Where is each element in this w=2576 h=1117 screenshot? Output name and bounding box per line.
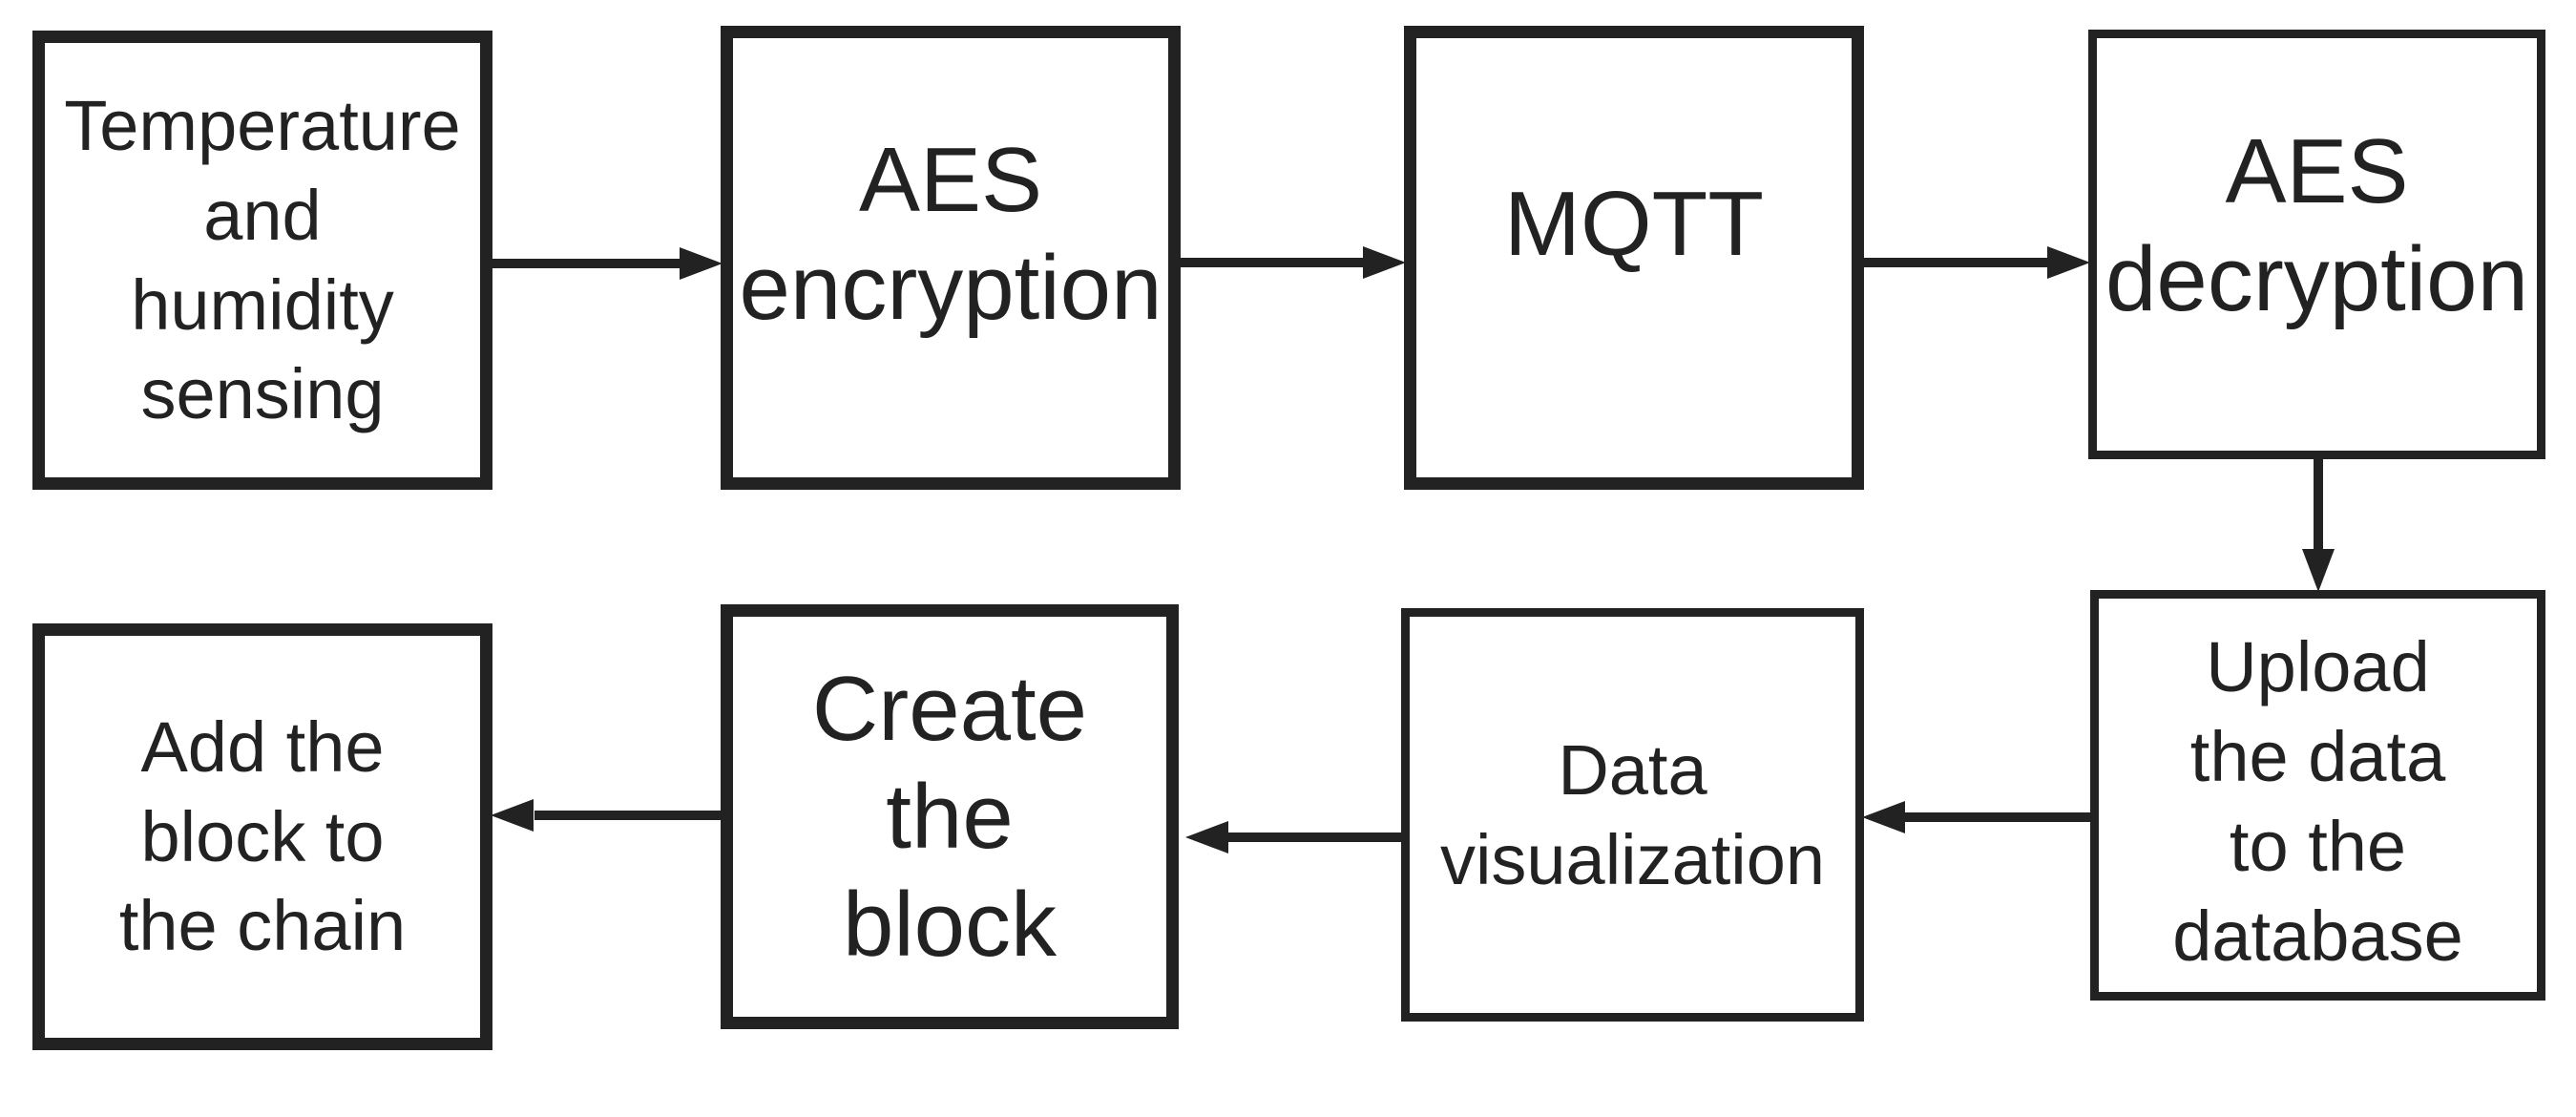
arrow-data-visualization-to-create-block	[1185, 821, 1405, 854]
arrow-head-left-icon	[1185, 821, 1228, 854]
node-label-aes-encryption: AES encryption	[739, 128, 1162, 339]
node-label-upload-database: Upload the data to the database	[2172, 627, 2463, 976]
node-label-mqtt: MQTT	[1504, 173, 1764, 276]
arrow-head-right-icon	[1363, 246, 1406, 279]
node-label-data-visualization: Data visualization	[1439, 729, 1826, 899]
arrow-head-down-icon	[2302, 549, 2335, 592]
node-label-sensing: Temperature and humidity sensing	[64, 85, 461, 434]
arrow-aes-decryption-to-upload-database	[2302, 455, 2335, 592]
node-upload-database: Upload the data to the database	[2090, 590, 2545, 1001]
node-label-add-block: Add the block to the chain	[118, 706, 407, 966]
arrow-head-right-icon	[2047, 246, 2090, 279]
arrow-upload-database-to-data-visualization	[1862, 801, 2094, 833]
node-create-block: Create the block	[721, 604, 1179, 1029]
node-label-aes-decryption: AES decryption	[2105, 119, 2528, 330]
node-add-block-to-chain: Add the block to the chain	[32, 623, 492, 1050]
node-temperature-humidity-sensing: Temperature and humidity sensing	[32, 31, 492, 490]
arrow-head-right-icon	[680, 247, 723, 280]
arrow-create-block-to-add-block	[491, 799, 723, 832]
node-aes-encryption: AES encryption	[721, 26, 1181, 490]
arrow-head-left-icon	[1862, 801, 1905, 833]
arrow-head-left-icon	[491, 799, 534, 832]
arrow-sensing-to-aes-encryption	[487, 247, 723, 280]
node-aes-decryption: AES decryption	[2088, 30, 2545, 459]
arrow-mqtt-to-aes-decryption	[1858, 246, 2090, 279]
node-data-visualization: Data visualization	[1401, 608, 1864, 1022]
arrow-aes-encryption-to-mqtt	[1175, 246, 1406, 279]
node-mqtt: MQTT	[1404, 26, 1864, 490]
node-label-create-block: Create the block	[811, 657, 1088, 977]
